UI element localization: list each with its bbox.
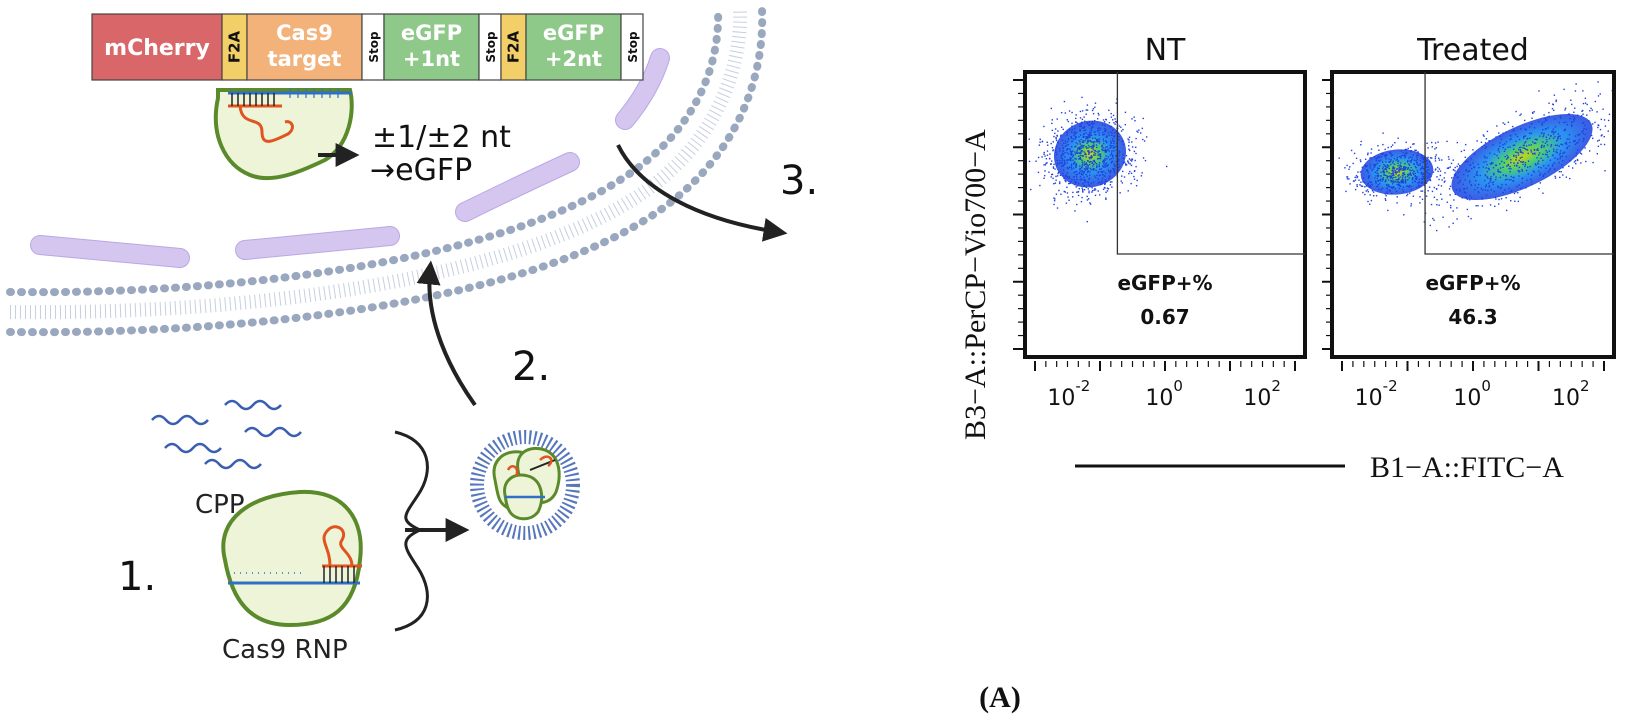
flow-events xyxy=(1028,96,1168,223)
gate-stat-value: 0.67 xyxy=(1140,305,1189,329)
x-tick-label: 10 xyxy=(1243,386,1271,411)
construct-segment-label: Stop xyxy=(367,31,381,63)
construct-segment-label: F2A xyxy=(226,30,244,63)
y-axis-label: B3−A::PerCP−Vio700−A xyxy=(959,129,992,440)
construct-segment: eGFP+2nt xyxy=(525,13,622,81)
construct-segment-label: eGFP+1nt xyxy=(401,21,462,71)
step-3-label: 3. xyxy=(780,158,818,204)
construct-segment-label: Stop xyxy=(484,31,498,63)
construct-segment: mCherry xyxy=(91,13,223,81)
x-tick-label: 10 xyxy=(1552,386,1580,411)
gate-stat-value: 46.3 xyxy=(1448,305,1497,329)
construct-segment: F2A xyxy=(221,13,248,81)
panel-label: (A) xyxy=(979,681,1021,714)
nuclear-entry-arrow xyxy=(616,144,788,242)
construct-segment: Stop xyxy=(620,13,644,81)
x-tick-label: 10 xyxy=(1355,386,1383,411)
x-tick-exponent: 0 xyxy=(1173,377,1183,395)
x-tick-exponent: -2 xyxy=(1075,377,1090,395)
construct-segment-label: F2A xyxy=(505,30,523,63)
construct-segment-label: Stop xyxy=(626,31,640,63)
gate-stat-label: eGFP+% xyxy=(1425,271,1520,295)
flow-events xyxy=(1338,81,1613,232)
rnp-label: Cas9 RNP xyxy=(222,635,348,665)
step-2-label: 2. xyxy=(512,344,550,390)
x-tick-exponent: 0 xyxy=(1481,377,1491,395)
x-tick-exponent: 2 xyxy=(1271,377,1281,395)
flow-cytometry-panel: B3−A::PerCP−Vio700−A B1−A::FITC−A (A) NT… xyxy=(959,33,1616,714)
x-axis-label: B1−A::FITC−A xyxy=(1370,451,1564,484)
x-tick-label: 10 xyxy=(1047,386,1075,411)
cpp-peptides xyxy=(151,399,302,470)
entry-arrow xyxy=(416,260,477,407)
x-tick-exponent: 2 xyxy=(1580,377,1590,395)
construct-segment-label: mCherry xyxy=(104,36,210,61)
construct-segment: Stop xyxy=(361,13,385,81)
construct-segment-label: eGFP+2nt xyxy=(543,21,604,71)
construct-segment: F2A xyxy=(500,13,527,81)
cas9-rnp xyxy=(221,489,363,628)
x-tick-label: 10 xyxy=(1453,386,1481,411)
indel-label-line1: ±1/±2 nt xyxy=(372,120,511,155)
cell-membrane xyxy=(6,6,767,337)
egfp-gate xyxy=(1424,72,1614,255)
gate-stat-label: eGFP+% xyxy=(1117,271,1212,295)
construct-segment: Stop xyxy=(478,13,502,81)
construct-segment: eGFP+1nt xyxy=(383,13,480,81)
egfp-gate xyxy=(1116,72,1305,255)
flow-plot-title: NT xyxy=(1145,33,1186,68)
step-1-label: 1. xyxy=(118,554,156,600)
cpp-rnp-complex xyxy=(470,430,580,540)
indel-label-line2: →eGFP xyxy=(370,153,472,188)
flow-plot-title: Treated xyxy=(1416,33,1529,68)
nuclear-rnp xyxy=(213,88,354,181)
nuclear-envelope xyxy=(30,48,670,268)
x-tick-exponent: -2 xyxy=(1383,377,1398,395)
x-tick-label: 10 xyxy=(1145,386,1173,411)
